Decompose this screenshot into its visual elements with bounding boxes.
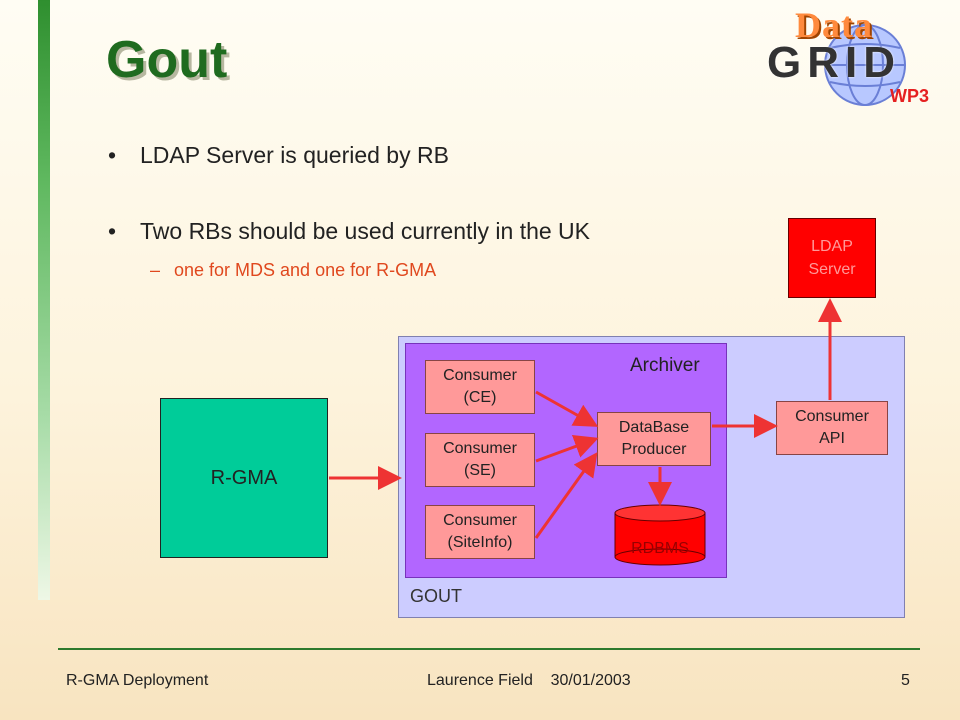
consumer-api-line1: Consumer — [795, 408, 869, 425]
footer-divider — [58, 648, 920, 650]
rgma-label: R-GMA — [210, 466, 278, 489]
bullet-text: Two RBs should be used currently in the … — [140, 218, 591, 244]
database-producer-box: DataBase Producer — [597, 412, 711, 466]
database-producer-line2: Producer — [621, 441, 687, 458]
logo-grid-text: GRID — [767, 38, 901, 87]
arrow-siteinfo-to-producer — [534, 452, 598, 539]
consumer-ce-box: Consumer (CE) — [425, 360, 535, 414]
footer-author-date: Laurence Field 30/01/2003 — [427, 672, 631, 689]
consumer-api-box: Consumer API — [776, 401, 888, 455]
bullet-marker: • — [108, 142, 117, 168]
consumer-ce-line1: Consumer — [443, 367, 517, 384]
consumer-ce-line2: (CE) — [463, 389, 497, 406]
archiver-label: Archiver — [630, 355, 700, 376]
rgma-box: R-GMA — [160, 398, 328, 558]
consumer-siteinfo-line1: Consumer — [443, 512, 517, 529]
database-producer-line1: DataBase — [618, 419, 690, 436]
consumer-se-line1: Consumer — [443, 440, 517, 457]
consumer-se-line2: (SE) — [464, 462, 496, 479]
globe-icon — [824, 24, 906, 106]
ldap-server-line2: Server — [808, 261, 856, 278]
slide-title: Gout — [106, 31, 228, 89]
ldap-server-line1: LDAP — [811, 238, 853, 255]
footer-presentation-title: R-GMA Deployment — [66, 672, 209, 689]
bullet-text: LDAP Server is queried by RB — [140, 142, 449, 168]
footer-page-number: 5 — [901, 672, 910, 689]
bullet-marker: • — [108, 218, 117, 244]
sub-bullet-text: one for MDS and one for R-GMA — [174, 260, 437, 280]
sub-bullet-marker: – — [150, 260, 161, 280]
rdbms-cylinder — [614, 504, 706, 566]
logo-wp3-text: WP3 — [890, 86, 930, 106]
consumer-se-box: Consumer (SE) — [425, 433, 535, 487]
ldap-server-box: LDAP Server — [788, 218, 876, 298]
consumer-siteinfo-line2: (SiteInfo) — [447, 534, 513, 551]
arrow-se-to-producer — [535, 434, 599, 463]
consumer-api-line2: API — [819, 430, 845, 447]
consumer-siteinfo-box: Consumer (SiteInfo) — [425, 505, 535, 559]
arrow-ce-to-producer — [535, 390, 599, 427]
green-side-bar — [38, 0, 50, 600]
gout-label: GOUT — [410, 586, 462, 606]
rdbms-label: RDBMS — [631, 540, 689, 557]
logo-data-text: Data — [795, 5, 873, 45]
